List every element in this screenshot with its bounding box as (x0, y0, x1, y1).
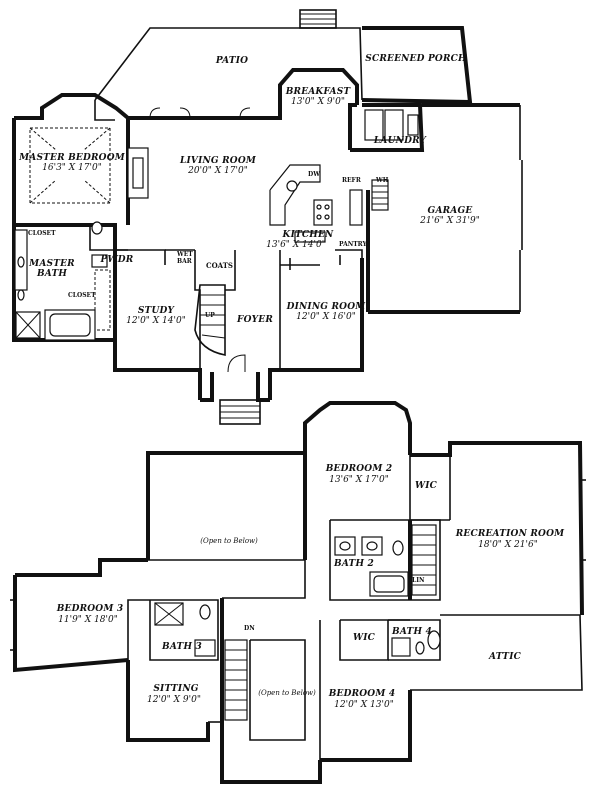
kitchen-size: 13'6" X 14'0" (266, 240, 326, 250)
bath-3-label: BATH 3 (162, 642, 202, 652)
master-bedroom-size: 16'3" X 17'0" (42, 163, 102, 173)
master-bath-label-2: BATH (36, 269, 68, 279)
living-room-size: 20'0" X 17'0" (188, 166, 248, 176)
kitchen-label: KITCHEN (282, 230, 334, 240)
sitting-size: 12'0" X 9'0" (147, 695, 201, 705)
bath-2-label: BATH 2 (334, 559, 374, 569)
attic-label: ATTIC (489, 652, 521, 662)
wic-upper-label: WIC (414, 481, 438, 491)
master-bath-label-1: MASTER (29, 259, 75, 269)
up-label: UP (205, 312, 215, 319)
breakfast-size: 13'0" X 9'0" (291, 97, 345, 107)
bedroom-4-size: 12'0" X 13'0" (334, 700, 394, 710)
bedroom-4-label: BEDROOM 4 (328, 689, 396, 699)
bedroom-3-size: 11'9" X 18'0" (58, 615, 118, 625)
open-to-below-1: (Open to Below) (200, 537, 258, 545)
coats-label: COATS (206, 261, 233, 270)
second-floor-walls (10, 401, 586, 784)
dining-room-label: DINING ROOM (286, 302, 366, 312)
bath-4-label: BATH 4 (392, 627, 432, 637)
screened-porch-label: SCREENED PORCH (365, 54, 467, 64)
bedroom-2-size: 13'6" X 17'0" (329, 475, 389, 485)
study-size: 12'0" X 14'0" (126, 316, 186, 326)
study-label: STUDY (137, 306, 175, 316)
wet-bar-label-1: WET (177, 251, 193, 258)
patio-label: PATIO (215, 56, 249, 66)
closet-lower-label: CLOSET (68, 292, 96, 299)
recreation-room-label: RECREATION ROOM (455, 529, 565, 539)
foyer-label: FOYER (237, 315, 273, 325)
breakfast-label: BREAKFAST (285, 87, 351, 97)
pantry-label: PANTRY (339, 241, 367, 248)
laundry-label: LAUNDRY (373, 136, 427, 146)
wic-lower-label: WIC (352, 633, 376, 643)
sitting-label: SITTING (153, 684, 199, 694)
wet-bar-label-2: BAR (177, 258, 192, 265)
wh-label: WH (376, 177, 389, 184)
living-room-label: LIVING ROOM (179, 156, 257, 166)
recreation-room-size: 18'0" X 21'6" (478, 540, 538, 550)
bedroom-2-label: BEDROOM 2 (325, 464, 393, 474)
dn-label: DN (244, 625, 255, 632)
master-bedroom-label: MASTER BEDROOM (19, 153, 125, 163)
dining-room-size: 12'0" X 16'0" (296, 312, 356, 322)
garage-label: GARAGE (427, 206, 473, 216)
closet-upper-label: CLOSET (28, 230, 56, 237)
first-floor-walls (12, 9, 523, 425)
refr-label: REFR (342, 177, 361, 184)
garage-size: 21'6" X 31'9" (420, 216, 480, 226)
pwdr-label: PWDR (100, 255, 134, 265)
bedroom-3-label: BEDROOM 3 (56, 604, 124, 614)
open-to-below-2: (Open to Below) (258, 689, 316, 697)
dw-label: DW (308, 171, 320, 178)
lin-label: LIN (412, 577, 425, 584)
